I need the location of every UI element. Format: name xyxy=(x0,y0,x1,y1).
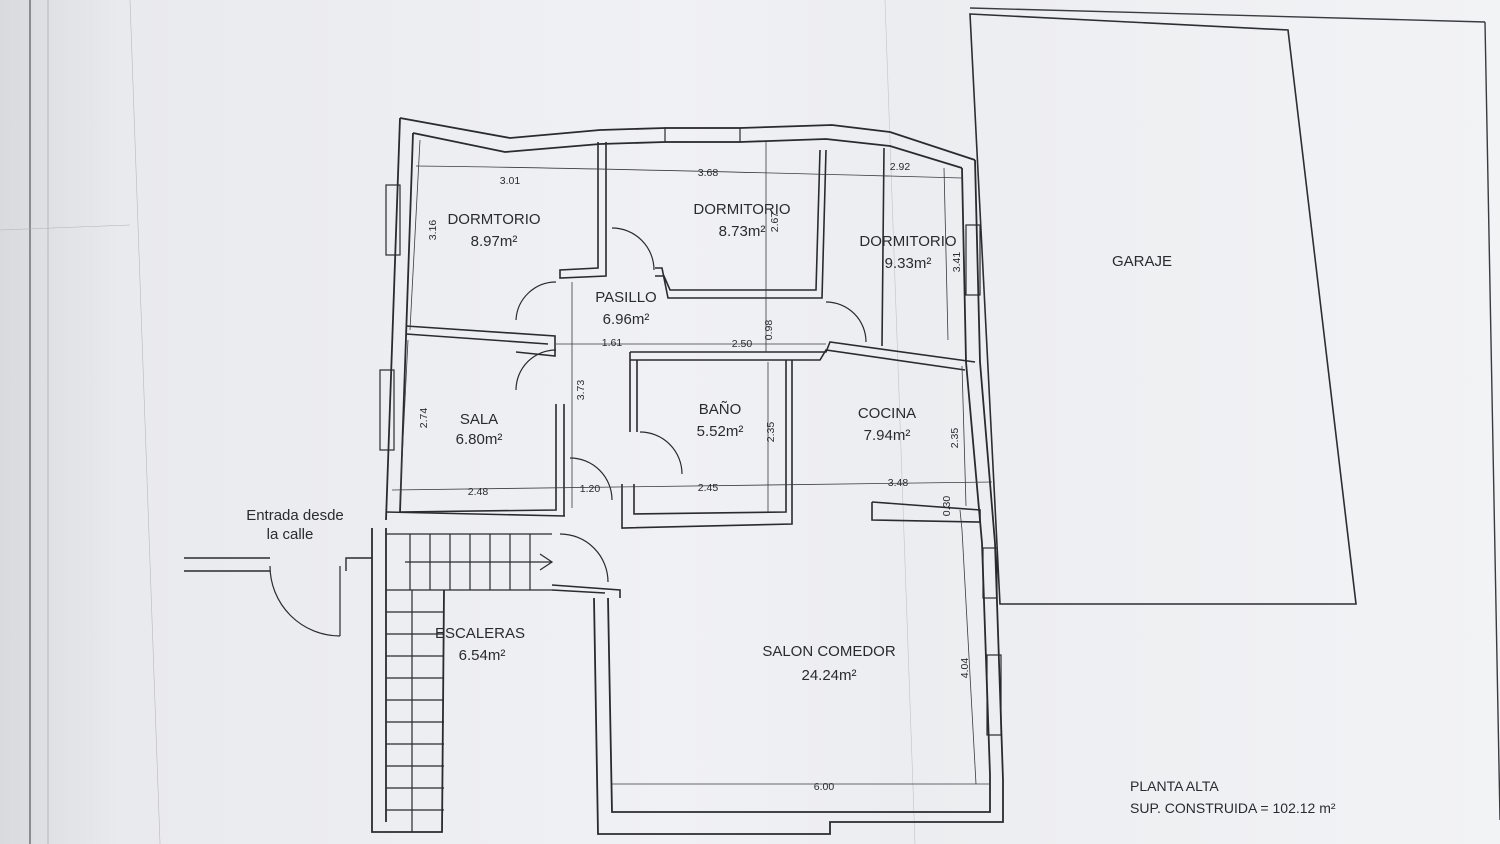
dim-2-45: 2.45 xyxy=(698,482,719,494)
room-name-escaleras: ESCALERAS xyxy=(435,625,525,642)
dimension-lines xyxy=(391,139,993,785)
dim-3-73: 3.73 xyxy=(575,380,587,401)
dim-3-68: 3.68 xyxy=(698,167,719,179)
room-area-dormitorio-3: 9.33m² xyxy=(885,255,932,272)
dim-3-48: 3.48 xyxy=(888,477,909,489)
room-area-escaleras: 6.54m² xyxy=(459,647,506,664)
entrance-path xyxy=(184,557,372,572)
dim-0-30: 0.30 xyxy=(941,496,953,517)
dim-2-35-cocina: 2.35 xyxy=(949,428,961,449)
garage-outline xyxy=(969,13,1357,605)
room-name-dormitorio-1: DORMTORIO xyxy=(447,211,540,228)
dimension-labels: 3.01 3.68 2.92 3.16 2.67 3.41 1.61 2.50 … xyxy=(418,161,971,793)
dim-0-98: 0.98 xyxy=(763,320,775,341)
room-labels: DORMTORIO 8.97m² DORMITORIO 8.73m² DORMI… xyxy=(246,201,1172,684)
door-swings xyxy=(269,227,867,637)
room-area-salon-comedor: 24.24m² xyxy=(801,667,856,684)
room-name-dormitorio-2: DORMITORIO xyxy=(693,201,790,218)
dim-2-92: 2.92 xyxy=(890,161,911,173)
dim-2-67: 2.67 xyxy=(769,212,781,233)
built-area: SUP. CONSTRUIDA = 102.12 m² xyxy=(1130,800,1336,816)
room-name-bano: BAÑO xyxy=(699,401,742,418)
room-area-pasillo: 6.96m² xyxy=(603,311,650,328)
room-name-pasillo: PASILLO xyxy=(595,289,656,306)
room-name-sala: SALA xyxy=(460,411,498,428)
room-name-garaje: GARAJE xyxy=(1112,253,1172,270)
stairs xyxy=(386,533,554,832)
dim-4-04: 4.04 xyxy=(959,658,971,679)
room-area-sala: 6.80m² xyxy=(456,431,503,448)
room-name-dormitorio-3: DORMITORIO xyxy=(859,233,956,250)
dim-2-50: 2.50 xyxy=(732,338,753,350)
interior-walls xyxy=(385,142,981,598)
room-area-cocina: 7.94m² xyxy=(864,427,911,444)
dim-3-41: 3.41 xyxy=(951,252,963,273)
room-area-dormitorio-1: 8.97m² xyxy=(471,233,518,250)
room-area-bano: 5.52m² xyxy=(697,423,744,440)
entrance-label-line2: la calle xyxy=(267,526,314,543)
title-block: PLANTA ALTA SUP. CONSTRUIDA = 102.12 m² xyxy=(1130,778,1336,816)
room-name-salon-comedor: SALON COMEDOR xyxy=(762,643,896,660)
plan-title: PLANTA ALTA xyxy=(1130,778,1219,794)
dim-2-74: 2.74 xyxy=(418,408,430,429)
dim-3-01: 3.01 xyxy=(500,175,521,187)
dim-1-61: 1.61 xyxy=(602,337,623,349)
dim-3-16: 3.16 xyxy=(427,220,439,241)
room-name-cocina: COCINA xyxy=(858,405,916,422)
entrance-label-line1: Entrada desde xyxy=(246,507,344,524)
windows xyxy=(379,127,1002,736)
dim-1-20: 1.20 xyxy=(580,483,601,495)
dim-6-00: 6.00 xyxy=(814,781,835,793)
room-area-dormitorio-2: 8.73m² xyxy=(719,223,766,240)
dim-2-35-bano: 2.35 xyxy=(765,422,777,443)
dim-2-48: 2.48 xyxy=(468,486,489,498)
